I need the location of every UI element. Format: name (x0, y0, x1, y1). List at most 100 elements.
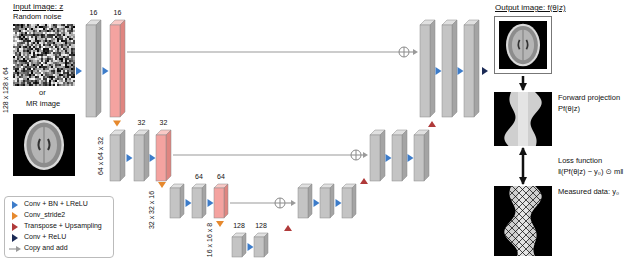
layer-prism (320, 184, 334, 218)
noise-pixel (27, 64, 29, 66)
noise-pixel (23, 30, 25, 32)
noise-pixel (31, 82, 33, 84)
noise-pixel (19, 36, 21, 38)
noise-pixel (53, 62, 55, 64)
noise-pixel (13, 80, 15, 82)
noise-pixel (31, 58, 33, 60)
mask-line (540, 186, 552, 256)
noise-pixel (71, 56, 73, 58)
block-shape (86, 20, 101, 117)
noise-pixel (63, 24, 65, 26)
noise-pixel (61, 80, 63, 82)
noise-pixel (37, 36, 39, 38)
noise-pixel (25, 82, 27, 84)
noise-pixel (35, 78, 37, 80)
noise-pixel (65, 84, 67, 86)
noise-pixel (61, 38, 63, 40)
noise-pixel (33, 70, 35, 72)
noise-pixel (33, 72, 35, 74)
noise-pixel (49, 74, 51, 76)
noise-pixel (59, 26, 61, 28)
noise-pixel (59, 42, 61, 44)
noise-pixel (19, 52, 21, 54)
prism-front (342, 188, 352, 218)
noise-pixel (69, 44, 71, 46)
noise-pixel (13, 26, 15, 28)
legend-text: Transpose + Upsampling (24, 222, 102, 230)
noise-pixel (35, 36, 37, 38)
noise-pixel (57, 74, 59, 76)
noise-pixel (37, 68, 39, 70)
dimension-label: 128 x 128 x 64 (2, 67, 10, 113)
noise-pixel (37, 46, 39, 48)
noise-pixel (61, 74, 63, 76)
layer-block: 128 (232, 222, 246, 257)
noise-pixel (47, 40, 49, 42)
noise-pixel (69, 46, 71, 48)
noise-pixel (71, 46, 73, 48)
noise-pixel (25, 36, 27, 38)
layer-prism (254, 233, 268, 257)
noise-pixel (59, 64, 61, 66)
noise-pixel (53, 74, 55, 76)
noise-pixel (49, 76, 51, 78)
mask-line (512, 186, 552, 256)
noise-pixel (55, 44, 57, 46)
noise-pixel (47, 28, 49, 30)
noise-pixel (13, 38, 15, 40)
noise-pixel (69, 24, 71, 26)
noise-pixel (63, 40, 65, 42)
noise-pixel (41, 74, 43, 76)
noise-pixel (33, 30, 35, 32)
noise-pixel (63, 42, 65, 44)
noise-pixel (37, 64, 39, 66)
noise-pixel (59, 80, 61, 82)
noise-pixel (25, 40, 27, 42)
noise-pixel (41, 58, 43, 60)
noise-pixel (29, 48, 31, 50)
noise-pixel (71, 78, 73, 80)
noise-pixel (57, 30, 59, 32)
noise-pixel (45, 84, 47, 86)
noise-pixel (57, 84, 59, 86)
noise-pixel (65, 50, 67, 52)
noise-pixel (27, 66, 29, 68)
noise-pixel (57, 56, 59, 58)
noise-pixel (63, 44, 65, 46)
noise-pixel (15, 28, 17, 30)
noise-pixel (35, 38, 37, 40)
noise-pixel (37, 54, 39, 56)
noise-pixel (23, 24, 25, 26)
noise-pixel (63, 52, 65, 54)
noise-pixel (37, 30, 39, 32)
noise-pixel (59, 48, 61, 50)
prism-front (320, 188, 330, 218)
noise-pixel (37, 52, 39, 54)
noise-pixel (55, 74, 57, 76)
noise-pixel (33, 64, 35, 66)
prism-side (144, 130, 149, 181)
noise-pixel (53, 38, 55, 40)
noise-pixel (65, 54, 67, 56)
noise-pixel (27, 74, 29, 76)
noise-pixel (53, 24, 55, 26)
noise-pixel (17, 74, 19, 76)
noise-pixel (49, 52, 51, 54)
noise-pixel (27, 84, 29, 86)
noise-pixel (71, 50, 73, 52)
brain-fissure (523, 30, 524, 61)
noise-pixel (37, 38, 39, 40)
noise-pixel (37, 82, 39, 84)
legend-swatch (9, 222, 21, 232)
noise-pixel (65, 32, 67, 34)
noise-pixel (15, 44, 17, 46)
noise-pixel (37, 70, 39, 72)
noise-pixel (51, 66, 53, 68)
noise-pixel (65, 68, 67, 70)
noise-pixel (49, 56, 51, 58)
noise-pixel (13, 84, 15, 86)
image-panel: Forward projectionPf(θ|z) (494, 92, 552, 146)
mr-background (13, 114, 75, 176)
noise-pixel (69, 28, 71, 30)
noise-pixel (53, 60, 55, 62)
